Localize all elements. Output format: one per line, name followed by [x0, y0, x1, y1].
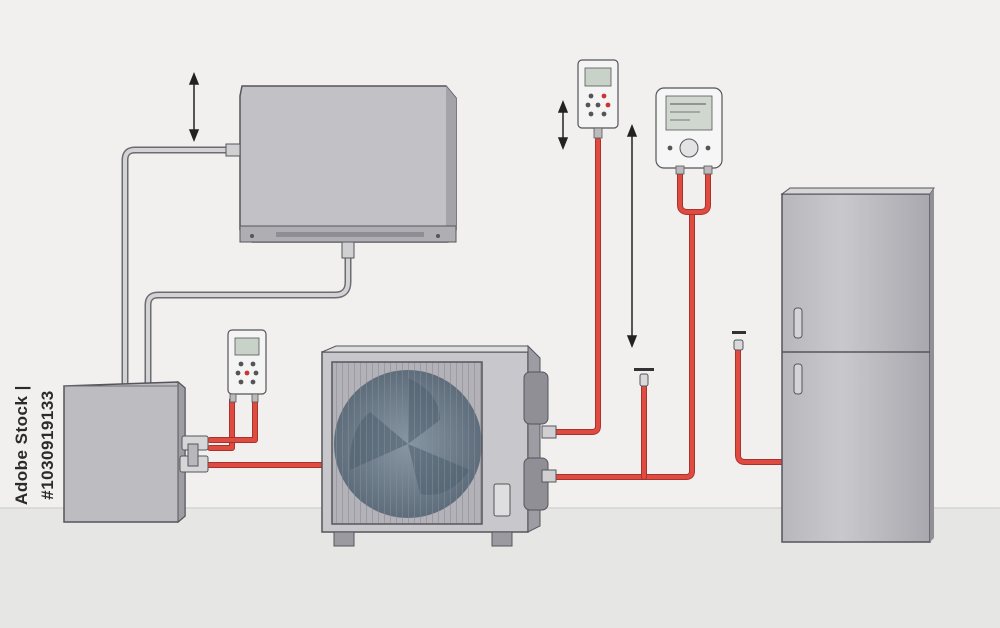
red-pipes: [202, 137, 785, 480]
stock-id-watermark: Adobe Stock | #1030919133: [12, 385, 57, 505]
wired-controller-top: [577, 59, 619, 139]
outdoor-heat-pump-unit: [321, 344, 557, 547]
display-screen-icon: [584, 67, 612, 87]
door-handle-icon: [793, 307, 803, 339]
grey-pipes: [121, 146, 352, 389]
display-screen-icon: [665, 95, 713, 131]
room-thermostat: [655, 87, 723, 175]
pipe-end-caps: [634, 331, 746, 387]
indoor-wall-unit: [225, 85, 457, 259]
double-arrow-icon: [626, 123, 638, 349]
double-arrow-icon: [557, 99, 569, 151]
door-handle-icon: [793, 363, 803, 395]
storage-tank-cabinet: [780, 187, 935, 543]
double-arrow-icon: [188, 71, 200, 143]
wired-controller-left: [227, 329, 267, 403]
dial-knob-icon: [679, 138, 699, 158]
display-screen-icon: [234, 337, 260, 356]
hydronic-module-box: [63, 380, 209, 524]
fan-grille-icon: [331, 361, 483, 525]
